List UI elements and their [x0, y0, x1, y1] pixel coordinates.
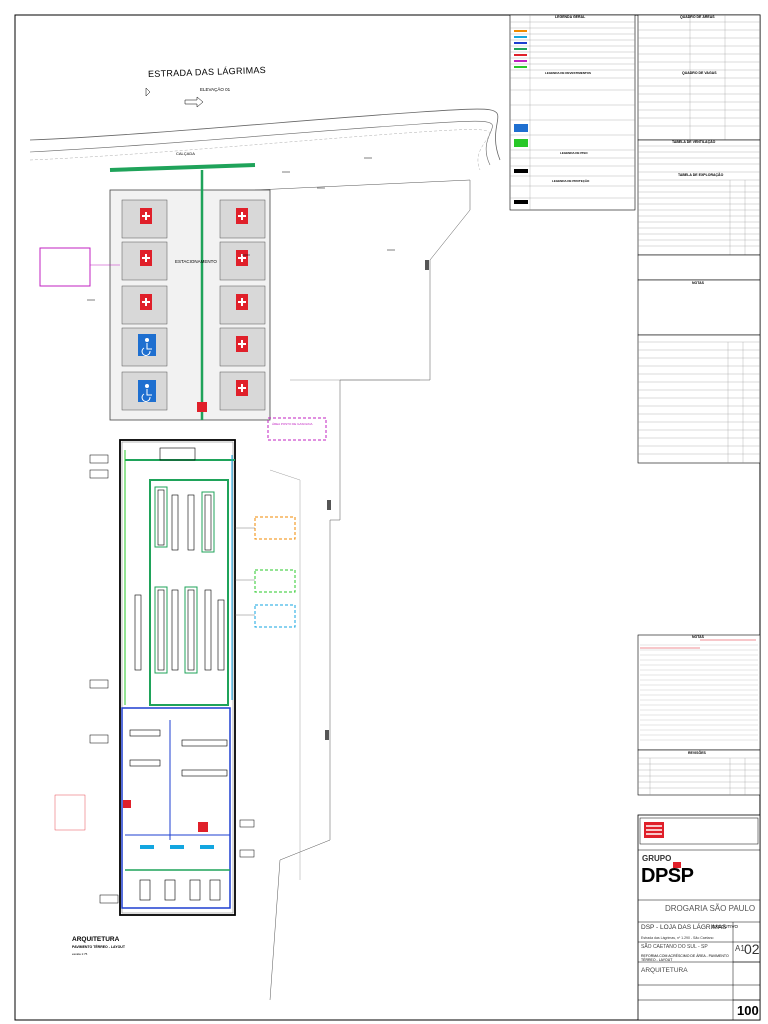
- sidewalk-label: CALÇADA: [176, 151, 195, 156]
- areas-table-title: QUADRO DE ÁREAS: [680, 15, 715, 19]
- sheet-description: REFORMA COM ACRÉSCIMO DE ÁREA - PAVIMENT…: [641, 954, 729, 962]
- elevation-label: ELEVAÇÃO 01: [200, 87, 231, 92]
- brand-logo: DPSP: [641, 865, 694, 887]
- drawing-subtitle: PAVIMENTO TÉRREO - LAYOUT: [72, 945, 125, 949]
- project-address: Estrada das Lágrimas, nº 1.290 - São Cae…: [641, 936, 714, 940]
- ventilation-table-title: TABELA DE VENTILAÇÃO: [672, 140, 716, 144]
- project-status: EXECUTIVO: [712, 924, 739, 929]
- store-name: DSP - LOJA DAS LÁGRIMAS: [641, 924, 727, 931]
- project-city: SÃO CAETANO DO SUL - SP: [641, 944, 708, 950]
- revisions-title: REVISÕES: [688, 751, 706, 755]
- notes-title: NOTAS: [692, 281, 704, 285]
- fuel-area-label: ÁREA POSTO DE GASOLINA: [272, 422, 313, 426]
- brand-group-label: GRUPO: [642, 854, 672, 863]
- notes-lower-title: NOTAS: [692, 635, 704, 639]
- parking-spots-table-title: QUADRO DE VAGAS: [682, 71, 717, 75]
- exploitation-table-title: TABELA DE EXPLORAÇÃO: [678, 173, 724, 177]
- legend-floor-title: LEGENDA DE PISO: [560, 151, 588, 155]
- legend-protection-title: LEGENDA DE PROTEÇÃO: [552, 179, 590, 183]
- drawing-scale: escala 1:75: [72, 952, 88, 956]
- drawing-title: ARQUITETURA: [72, 936, 120, 943]
- parking-label: ESTACIONAMENTO: [175, 259, 217, 264]
- sheet-code: 100: [737, 1003, 759, 1018]
- legend-coatings-title: LEGENDA DE REVESTIMENTOS: [545, 71, 592, 75]
- sheet-size: A1: [735, 944, 745, 953]
- discipline: ARQUITETURA: [641, 967, 688, 974]
- legend-title: LEGENDA GERAL: [555, 15, 586, 19]
- sheet-number: 02: [744, 941, 760, 957]
- project-name: DROGARIA SÃO PAULO: [665, 904, 756, 913]
